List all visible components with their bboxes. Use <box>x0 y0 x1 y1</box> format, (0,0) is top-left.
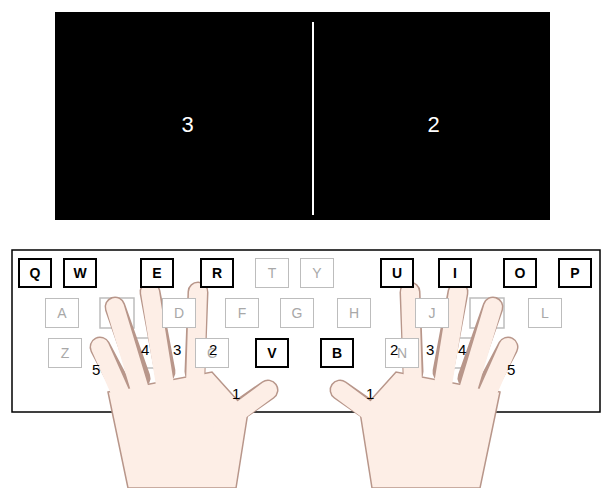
key-letter: A <box>57 305 66 321</box>
key-letter: D <box>174 305 184 321</box>
key-cap: F <box>225 298 259 328</box>
key-letter: B <box>332 345 342 361</box>
key-letter: E <box>152 265 161 281</box>
key-letter: P <box>570 265 579 281</box>
key-letter: Q <box>30 265 41 281</box>
screen-divider <box>312 22 314 215</box>
key-letter: F <box>238 305 247 321</box>
key-cap: H <box>337 298 371 328</box>
screen-panel: 3 <box>70 40 305 210</box>
key-cap: L <box>528 298 562 328</box>
screen <box>55 12 550 220</box>
key-letter: J <box>429 305 436 321</box>
key-cap: E <box>140 258 174 288</box>
key-letter: G <box>292 305 303 321</box>
finger-number: 5 <box>507 362 515 378</box>
keyboard-outline <box>12 250 600 412</box>
key-cap: Z <box>48 338 82 368</box>
key-cap: Y <box>300 258 334 288</box>
finger-number: 4 <box>141 342 149 358</box>
key-cap: O <box>503 258 537 288</box>
left-hand <box>100 292 268 488</box>
key-cap: G <box>280 298 314 328</box>
key-letter: V <box>267 345 276 361</box>
finger-number: 2 <box>209 342 217 358</box>
finger-number: 1 <box>232 386 240 402</box>
key-letter: Y <box>312 265 321 281</box>
digit-text: 2 <box>427 112 439 138</box>
key-cap: B <box>320 338 354 368</box>
digit-text: 3 <box>181 112 193 138</box>
key-letter: O <box>515 265 526 281</box>
screen-panel: 2 <box>321 40 546 210</box>
key-cap: A <box>45 298 79 328</box>
finger-number: 3 <box>426 342 434 358</box>
finger-number: 3 <box>173 342 181 358</box>
key-letter: L <box>541 305 549 321</box>
finger-number: 4 <box>458 342 466 358</box>
key-letter: I <box>453 265 457 281</box>
key-cap: R <box>200 258 234 288</box>
key-cap: J <box>415 298 449 328</box>
key-letter: T <box>268 265 277 281</box>
key-letter: R <box>212 265 222 281</box>
key-cap: P <box>558 258 592 288</box>
key-cap: U <box>380 258 414 288</box>
finger-number: 1 <box>366 386 374 402</box>
key-letter: H <box>349 305 359 321</box>
finger-number: 2 <box>390 342 398 358</box>
key-letter: Z <box>61 345 70 361</box>
key-cap: D <box>162 298 196 328</box>
key-cap: V <box>255 338 289 368</box>
finger-number: 5 <box>92 362 100 378</box>
key-cap: W <box>63 258 97 288</box>
key-cap: T <box>255 258 289 288</box>
key-cap: I <box>438 258 472 288</box>
key-letter: N <box>397 345 407 361</box>
key-letter: W <box>73 265 86 281</box>
key-letter: U <box>392 265 402 281</box>
key-cap: Q <box>18 258 52 288</box>
